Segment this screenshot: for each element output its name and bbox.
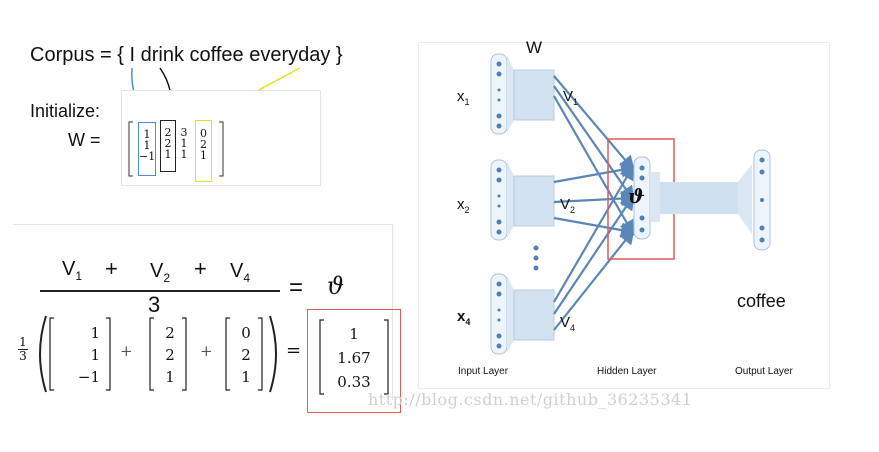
- network-graphic: [490, 53, 771, 355]
- matrix-panel: [121, 90, 321, 186]
- hidden-theta-symbol: ϑ: [628, 184, 645, 208]
- initialize-label: Initialize:: [30, 101, 101, 121]
- v-label-2: V2: [560, 196, 576, 215]
- plus-sign-1: +: [105, 256, 118, 281]
- connection-arrows: [553, 75, 637, 331]
- weight-box-1: [507, 56, 555, 132]
- equals-sign-1: =: [289, 274, 304, 301]
- v-label-1: V1: [563, 88, 579, 107]
- input-label-x1: x1: [457, 88, 470, 107]
- input-label-x2: x2: [457, 196, 470, 215]
- output-layer-label: Output Layer: [735, 366, 793, 377]
- output-node-column: [753, 149, 771, 251]
- equals-sign-2: =: [286, 340, 302, 361]
- watermark-url: http://blog.csdn.net/github_36235341: [368, 390, 693, 409]
- equation-v2: V2: [150, 260, 171, 285]
- matrix-column-4: 0 2 1: [195, 120, 212, 182]
- output-word-coffee: coffee: [737, 291, 786, 311]
- w-equals-label: W =: [68, 130, 101, 150]
- matrix-brackets: [128, 121, 224, 177]
- matrix-column-1: 1 1 −1: [138, 122, 156, 176]
- weight-matrix: 1 1 −1 2 2 1 3 1 1 0 2 1: [126, 120, 226, 182]
- plus-sign-4: +: [200, 342, 213, 360]
- network-w-label: W: [526, 38, 543, 57]
- input-label-x4: x4: [457, 308, 471, 327]
- weight-box-2: [507, 162, 555, 238]
- matrix-column-2: 2 2 1: [160, 120, 176, 172]
- hidden-layer-label: Hidden Layer: [597, 366, 657, 377]
- network-panel: [418, 42, 830, 389]
- result-brackets: [319, 319, 389, 395]
- equation-panel: [13, 224, 393, 400]
- input-node-column-2: [490, 159, 508, 241]
- equation-v4: V4: [230, 260, 251, 285]
- weight-box-3: [507, 276, 555, 352]
- vector-brackets: [39, 315, 277, 393]
- input-node-column-3: [490, 273, 508, 355]
- matrix-column-3: 3 1 1: [180, 126, 188, 161]
- input-node-column-1: [490, 53, 508, 135]
- hidden-output-weights: [660, 182, 738, 214]
- theta-symbol: ϑ: [327, 272, 345, 300]
- one-third: 1 3: [18, 335, 28, 363]
- equation-v1: V1: [62, 258, 83, 283]
- v-label-4: V4: [560, 314, 576, 333]
- fraction-bar: [40, 290, 280, 292]
- input-layer-label: Input Layer: [458, 366, 509, 377]
- denominator: 3: [148, 292, 161, 317]
- corpus-text: Corpus = { I drink coffee everyday }: [30, 44, 343, 66]
- result-highlight-box: [307, 309, 401, 413]
- plus-sign-3: +: [120, 342, 133, 360]
- plus-sign-2: +: [194, 256, 207, 281]
